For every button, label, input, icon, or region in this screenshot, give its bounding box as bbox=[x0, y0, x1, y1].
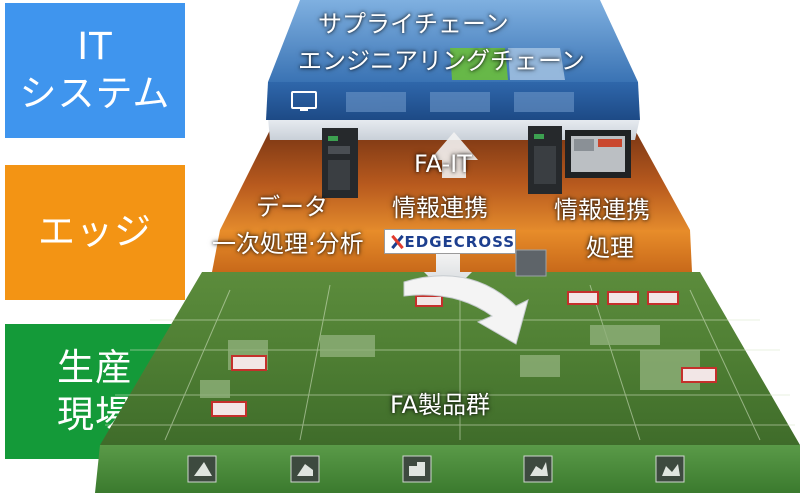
controller-icon-right bbox=[528, 126, 562, 194]
field-layer-front bbox=[95, 445, 800, 493]
edge-info-link-label: 情報連携 bbox=[554, 196, 650, 224]
it-engineering-chain-label: エンジニアリングチェーン bbox=[298, 47, 585, 75]
edge-fa-it-label: FA-IT bbox=[414, 150, 472, 178]
down-arrow-icon bbox=[424, 254, 472, 296]
controller-icon bbox=[322, 128, 358, 198]
panel-display-icon bbox=[565, 130, 631, 178]
edgecross-logo: EDGECROSS bbox=[384, 229, 516, 254]
it-supply-chain-label: サプライチェーン bbox=[318, 10, 509, 38]
field-layer-top bbox=[100, 272, 800, 445]
module-icons bbox=[211, 291, 717, 417]
edgecross-mark-icon bbox=[390, 235, 401, 249]
tier-edge-text: エッジ bbox=[38, 210, 152, 254]
flow-arrow-icon bbox=[403, 275, 529, 345]
field-front-icons bbox=[187, 455, 685, 483]
edge-data-processing-label: 一次処理·分析 bbox=[212, 230, 364, 258]
tier-it-line1: IT bbox=[77, 25, 113, 69]
tier-it-line2: システム bbox=[19, 71, 171, 115]
monitor-icon bbox=[291, 91, 317, 111]
tier-label-edge: エッジ bbox=[5, 165, 185, 300]
small-device-icon bbox=[515, 249, 547, 277]
edge-processing-label: 処理 bbox=[586, 234, 634, 262]
edge-fa-it-link-label: 情報連携 bbox=[392, 194, 488, 222]
tier-field-line1: 生産 bbox=[57, 346, 133, 390]
edge-data-label: データ bbox=[256, 193, 328, 221]
tier-label-it-system: IT システム bbox=[5, 3, 185, 138]
field-fa-products-label: FA製品群 bbox=[390, 391, 491, 419]
edgecross-wordmark: EDGECROSS bbox=[404, 232, 515, 251]
up-arrow-icon bbox=[430, 132, 478, 178]
